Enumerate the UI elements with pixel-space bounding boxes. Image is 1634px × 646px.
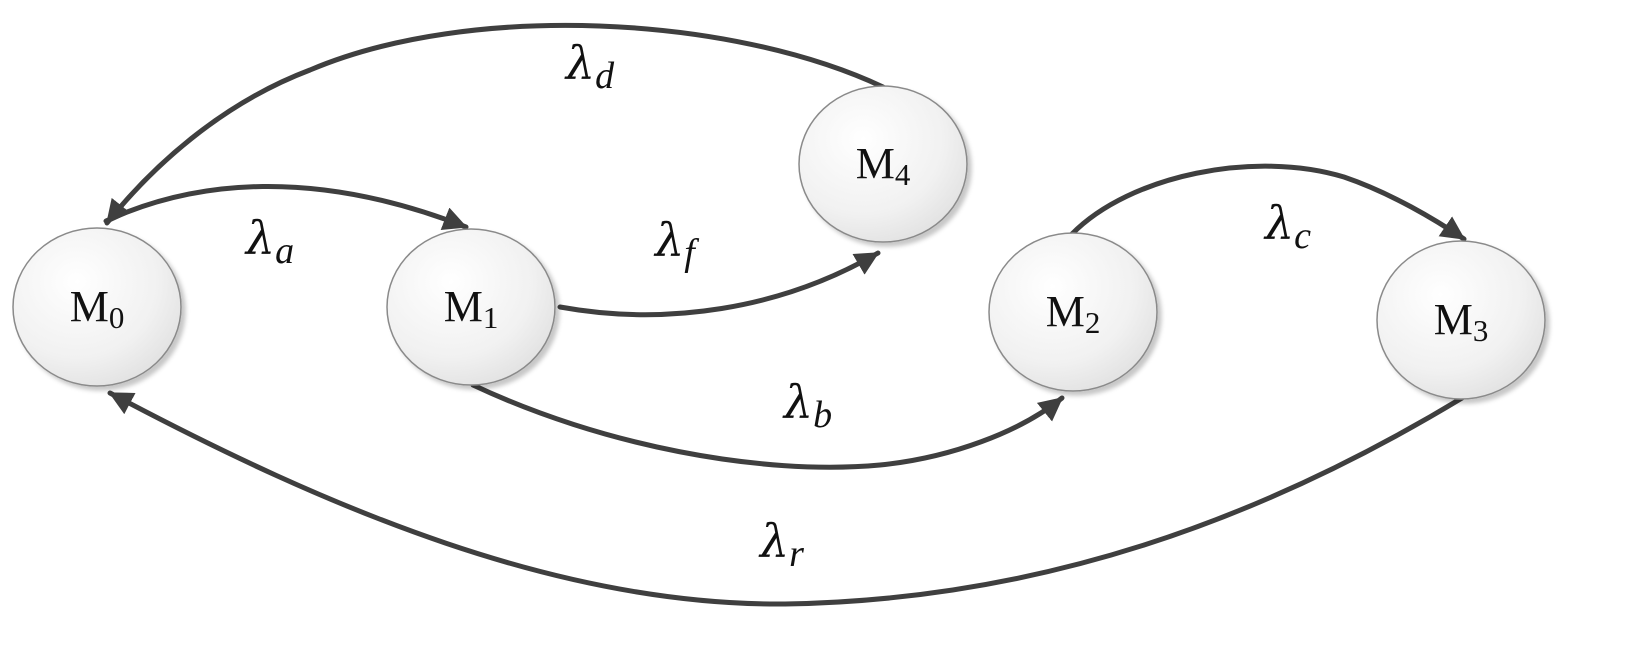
state-node-m2: M2 bbox=[988, 232, 1158, 392]
label-lambda-c-subscript: c bbox=[1294, 215, 1311, 257]
transition-m1-to-m2 bbox=[470, 382, 1065, 470]
state-m1-letter: M bbox=[444, 282, 483, 331]
label-lambda-r: λr bbox=[758, 514, 804, 575]
label-lambda-d-subscript: d bbox=[595, 55, 615, 97]
label-lambda-c-symbol: λ bbox=[1263, 196, 1294, 250]
state-m4-letter: M bbox=[856, 139, 895, 188]
svg-text:M4: M4 bbox=[856, 139, 911, 192]
state-m0-letter: M bbox=[70, 282, 109, 331]
label-lambda-b-subscript: b bbox=[813, 394, 832, 436]
label-lambda-d: λd bbox=[564, 36, 615, 97]
svg-text:M2: M2 bbox=[1046, 287, 1101, 340]
state-m3-letter: M bbox=[1434, 295, 1473, 344]
state-node-m3: M3 bbox=[1376, 240, 1546, 400]
label-lambda-b-symbol: λ bbox=[782, 375, 813, 429]
label-lambda-b: λb bbox=[782, 375, 832, 436]
nodes-layer: M0 M1 M4 M2 bbox=[12, 85, 1546, 400]
label-lambda-a: λa bbox=[244, 211, 294, 272]
transition-m0-to-m1 bbox=[103, 184, 469, 230]
label-lambda-f-symbol: λ bbox=[653, 213, 684, 267]
transition-m2-to-m3 bbox=[1069, 163, 1467, 242]
label-lambda-c: λc bbox=[1263, 196, 1311, 257]
labels-layer: λa λd λf λb λc λr bbox=[244, 36, 1311, 575]
state-node-m0: M0 bbox=[12, 227, 182, 387]
label-lambda-d-symbol: λ bbox=[564, 36, 595, 90]
state-node-m4: M4 bbox=[798, 85, 968, 243]
transition-m4-to-m0 bbox=[104, 22, 886, 226]
label-lambda-a-subscript: a bbox=[275, 230, 294, 272]
state-node-m1: M1 bbox=[386, 228, 556, 386]
state-m4-subscript: 4 bbox=[895, 157, 911, 192]
svg-text:M3: M3 bbox=[1434, 295, 1489, 348]
transition-m1-to-m4 bbox=[557, 250, 881, 318]
state-m3-subscript: 3 bbox=[1473, 313, 1489, 348]
state-m2-letter: M bbox=[1046, 287, 1085, 336]
label-lambda-r-symbol: λ bbox=[758, 514, 789, 568]
label-lambda-f: λf bbox=[653, 213, 699, 274]
svg-text:M1: M1 bbox=[444, 282, 499, 335]
label-lambda-f-subscript: f bbox=[684, 232, 699, 274]
state-m2-subscript: 2 bbox=[1085, 305, 1101, 340]
state-m0-subscript: 0 bbox=[109, 300, 125, 335]
svg-text:M0: M0 bbox=[70, 282, 125, 335]
label-lambda-a-symbol: λ bbox=[244, 211, 275, 265]
edges-layer bbox=[103, 22, 1467, 607]
label-lambda-r-subscript: r bbox=[789, 533, 804, 575]
state-m1-subscript: 1 bbox=[483, 300, 499, 335]
transition-m3-to-m0 bbox=[107, 390, 1465, 607]
